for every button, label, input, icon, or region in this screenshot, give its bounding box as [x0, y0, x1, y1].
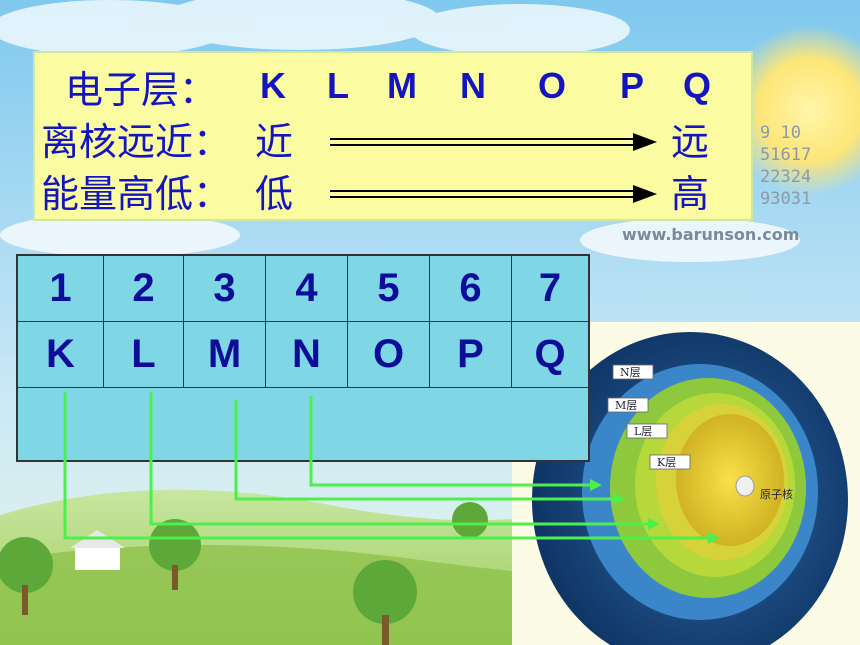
shell-info-box: 电子层： K L M N O P Q 离核远近： 近 远 能量高低： 低 高 — [33, 51, 753, 221]
distance-start: 近 — [255, 120, 294, 164]
watermark-line: 93031 — [760, 189, 812, 209]
table-cell-number: 4 — [266, 256, 348, 322]
energy-start: 低 — [255, 172, 294, 216]
shell-letter: Q — [683, 65, 712, 106]
table-cell-letter: L — [104, 322, 184, 388]
shell-letter: O — [538, 65, 567, 106]
watermark-line: 22324 — [760, 167, 812, 187]
watermark-website: www.barunson.com — [622, 225, 800, 244]
table-cell-letter: N — [266, 322, 348, 388]
table-cell-number: 6 — [430, 256, 512, 322]
energy-label: 能量高低： — [41, 172, 232, 216]
shell-label: 电子层： — [65, 68, 218, 112]
shell-letter: P — [620, 65, 645, 106]
direction-arrows — [330, 133, 657, 203]
distance-label: 离核远近： — [41, 120, 232, 164]
table-cell-letter: O — [348, 322, 430, 388]
shell-letter: K — [260, 65, 286, 106]
watermark-numbers: 9 10 51617 22324 93031 — [760, 122, 811, 210]
energy-arrow — [330, 185, 657, 203]
table-cell-letter: Q — [512, 322, 588, 388]
energy-end: 高 — [671, 172, 710, 216]
table-cell-number: 3 — [184, 256, 266, 322]
table-cell-letter: P — [430, 322, 512, 388]
shell-letter: N — [460, 65, 486, 106]
table-cell-number: 7 — [512, 256, 588, 322]
table-cell-number: 2 — [104, 256, 184, 322]
table-cell-letter: M — [184, 322, 266, 388]
distance-end: 远 — [671, 120, 710, 164]
watermark-line: 51617 — [760, 145, 812, 165]
shell-letter: L — [327, 65, 349, 106]
shell-letter: M — [387, 65, 417, 106]
distance-arrow — [330, 133, 657, 151]
table-cell-letter: K — [18, 322, 104, 388]
watermark-line: 9 10 — [760, 123, 801, 143]
table-empty-row — [18, 388, 588, 460]
table-cell-number: 1 — [18, 256, 104, 322]
table-cell-number: 5 — [348, 256, 430, 322]
shell-table: 1 2 3 4 5 6 7 K L M N O P Q — [16, 254, 590, 462]
